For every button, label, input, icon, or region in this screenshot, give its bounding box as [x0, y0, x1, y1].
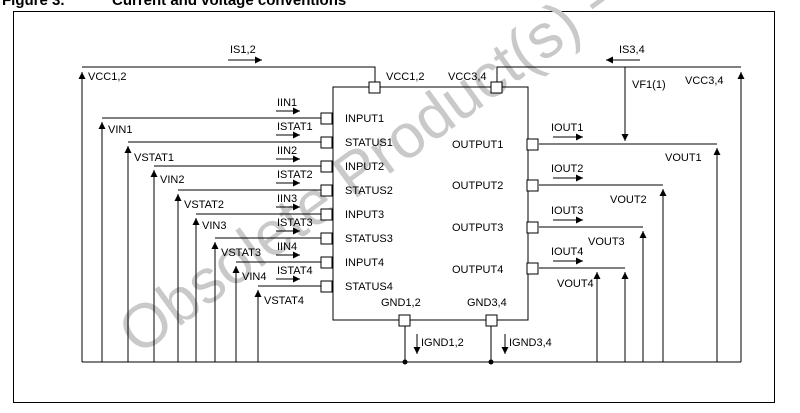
label-vin1: VIN1	[108, 124, 132, 136]
label-iin4: IIN4	[277, 241, 297, 253]
label-iout2: IOUT2	[551, 163, 583, 175]
figure-number: Figure 3.	[2, 0, 65, 9]
pin-input3	[320, 208, 333, 221]
pin-name-vcc34: VCC3,4	[448, 71, 487, 83]
label-iin1: IIN1	[277, 97, 297, 109]
pin-name-gnd12: GND1,2	[381, 297, 421, 309]
chip-body	[332, 86, 529, 321]
label-vout4: VOUT4	[557, 278, 594, 290]
junction-gnd12	[402, 359, 408, 365]
label-vin4: VIN4	[242, 271, 266, 283]
label-iout3: IOUT3	[551, 205, 583, 217]
label-vin3: VIN3	[202, 220, 226, 232]
pin-vcc34	[490, 81, 503, 94]
pin-status1	[320, 136, 333, 149]
figure-frame	[13, 11, 775, 403]
pin-input1	[320, 112, 333, 125]
pin-name-output2: OUTPUT2	[452, 180, 503, 192]
label-istat4: ISTAT4	[277, 265, 313, 277]
pin-status4	[320, 280, 333, 293]
pin-status2	[320, 184, 333, 197]
label-iin2: IIN2	[277, 145, 297, 157]
pin-output1	[526, 138, 539, 151]
pin-status3	[320, 232, 333, 245]
figure-title: Figure 3. Current and voltage conventions	[2, 0, 346, 9]
pin-name-input2: INPUT2	[345, 161, 384, 173]
pin-name-gnd34: GND3,4	[467, 297, 507, 309]
label-vstat4: VSTAT4	[264, 295, 304, 307]
pin-input4	[320, 256, 333, 269]
label-vout2: VOUT2	[610, 194, 647, 206]
label-vout1: VOUT1	[665, 152, 702, 164]
pin-output3	[526, 221, 539, 234]
pin-name-output3: OUTPUT3	[452, 222, 503, 234]
pin-output2	[526, 179, 539, 192]
label-iout4: IOUT4	[551, 246, 583, 258]
vcc34-wire	[496, 66, 741, 82]
label-vcc12: VCC1,2	[88, 71, 127, 83]
vcc12-wire	[82, 66, 376, 82]
label-iout1: IOUT1	[551, 122, 583, 134]
pin-output4	[526, 262, 539, 275]
pin-name-status4: STATUS4	[345, 281, 393, 293]
label-vin2: VIN2	[160, 174, 184, 186]
label-vstat2: VSTAT2	[184, 199, 224, 211]
pin-name-input4: INPUT4	[345, 257, 384, 269]
pin-input2	[320, 160, 333, 173]
pin-name-vcc12: VCC1,2	[386, 71, 425, 83]
label-vstat1: VSTAT1	[134, 152, 174, 164]
pin-name-output4: OUTPUT4	[452, 264, 503, 276]
pin-name-input1: INPUT1	[345, 113, 384, 125]
label-istat3: ISTAT3	[277, 217, 313, 229]
pin-vcc12	[368, 81, 381, 94]
label-vout3: VOUT3	[588, 236, 625, 248]
label-vf1: VF1(1)	[632, 79, 666, 91]
label-ignd12: IGND1,2	[421, 337, 464, 349]
label-iin3: IIN3	[277, 193, 297, 205]
pin-name-status2: STATUS2	[345, 185, 393, 197]
pin-name-output1: OUTPUT1	[452, 139, 503, 151]
label-ignd34: IGND3,4	[509, 337, 552, 349]
pin-name-input3: INPUT3	[345, 209, 384, 221]
pin-gnd12	[398, 314, 411, 327]
label-vstat3: VSTAT3	[221, 247, 261, 259]
label-istat2: ISTAT2	[277, 169, 313, 181]
label-is12: IS1,2	[230, 44, 256, 56]
junction-gnd34	[488, 359, 494, 365]
pin-name-status1: STATUS1	[345, 137, 393, 149]
label-istat1: ISTAT1	[277, 121, 313, 133]
pin-name-status3: STATUS3	[345, 233, 393, 245]
pin-gnd34	[485, 314, 498, 327]
figure-caption: Current and voltage conventions	[112, 0, 347, 9]
label-vcc34: VCC3,4	[685, 75, 724, 87]
label-is34: IS3,4	[619, 44, 645, 56]
